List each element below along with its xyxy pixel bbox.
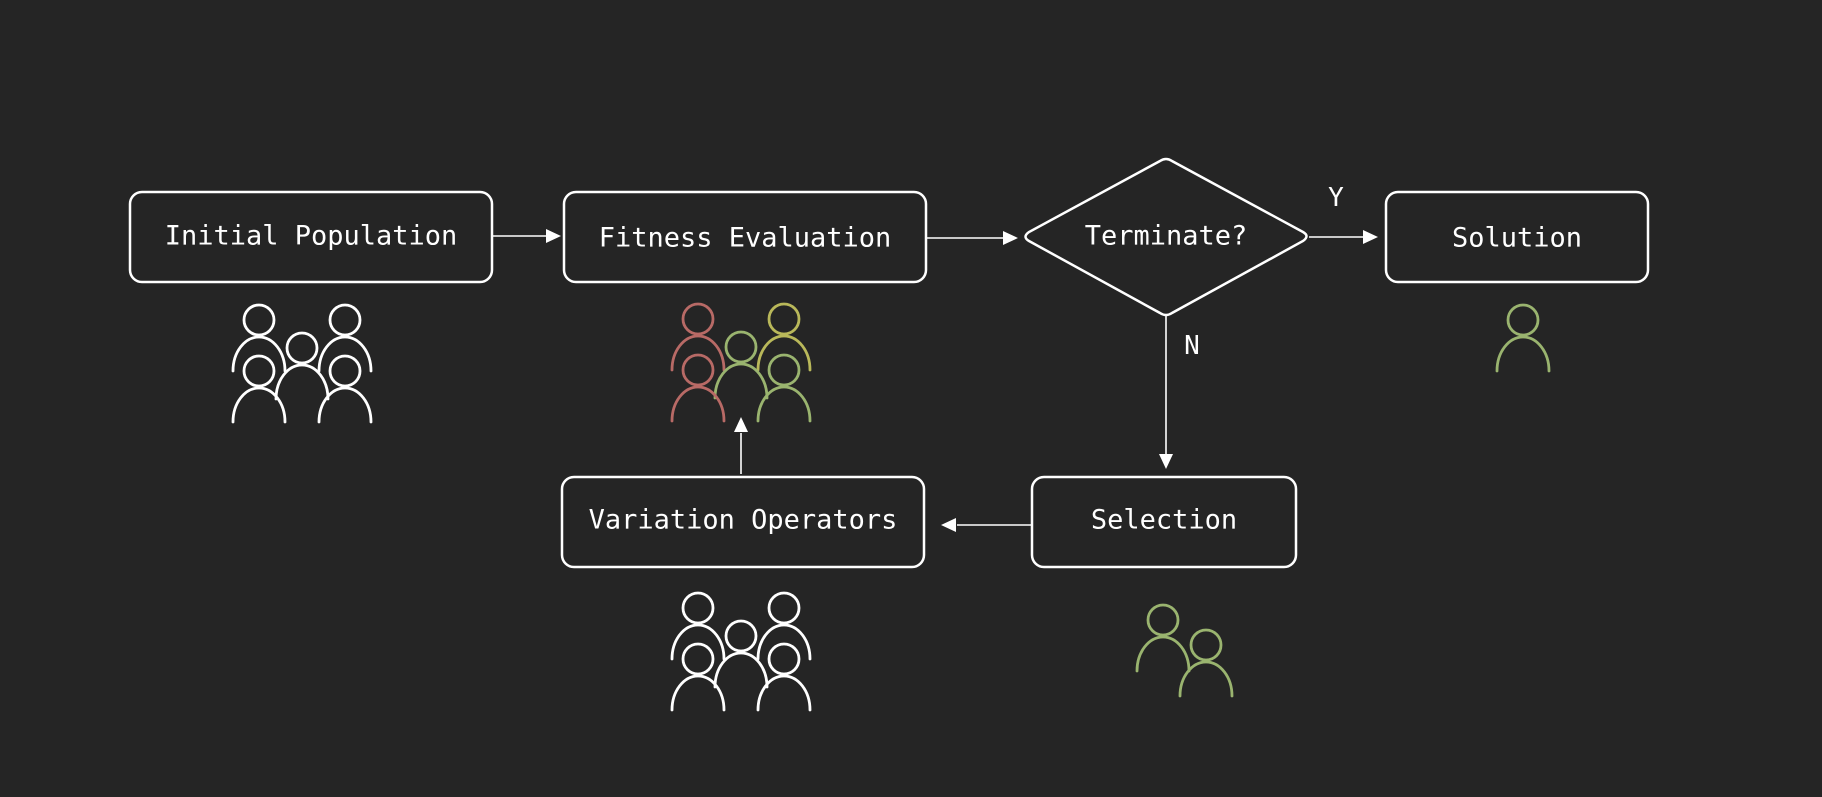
node-terminate-decision: Terminate? xyxy=(1024,157,1308,317)
edge-label-yes: Y xyxy=(1328,183,1344,213)
arrow-head xyxy=(1159,454,1173,469)
person-icon xyxy=(1495,303,1551,373)
node-box xyxy=(562,190,928,284)
person-icon xyxy=(756,642,812,712)
node-fitness-evaluation: Fitness Evaluation xyxy=(562,190,928,284)
node-variation-operators: Variation Operators xyxy=(560,475,926,569)
people-group-icon xyxy=(670,591,812,712)
node-box xyxy=(560,475,926,569)
two-people-icon xyxy=(1135,603,1234,698)
node-label-fitness-evaluation: Fitness Evaluation xyxy=(599,223,892,254)
person-icon xyxy=(231,354,287,424)
node-label-solution: Solution xyxy=(1452,223,1582,254)
node-box xyxy=(1030,475,1298,569)
arrow-head xyxy=(1003,231,1018,245)
person-icon xyxy=(756,591,812,661)
person-icon xyxy=(1495,303,1551,373)
person-icon xyxy=(274,331,330,401)
node-solution: Solution xyxy=(1384,190,1650,284)
person-icon xyxy=(670,353,726,423)
arrow-head xyxy=(546,229,561,243)
node-label-variation-operators: Variation Operators xyxy=(589,505,898,536)
people-group-icon xyxy=(231,303,373,424)
flow-edges xyxy=(493,229,1378,532)
person-icon xyxy=(670,642,726,712)
node-label-terminate: Terminate? xyxy=(1085,221,1248,252)
person-icon xyxy=(317,354,373,424)
person-icon xyxy=(231,303,287,373)
evaluated-people-group-icon xyxy=(670,302,812,423)
node-box xyxy=(1384,190,1650,284)
person-icon xyxy=(756,353,812,423)
node-box xyxy=(128,190,494,284)
node-initial-population: Initial Population xyxy=(128,190,494,284)
node-label-selection: Selection xyxy=(1091,505,1237,536)
decision-diamond xyxy=(1024,157,1308,317)
node-selection: Selection xyxy=(1030,475,1298,569)
arrow-head xyxy=(1363,230,1378,244)
person-icon xyxy=(713,330,769,400)
arrow-head xyxy=(941,518,956,532)
person-icon xyxy=(1135,603,1191,673)
node-label-initial-population: Initial Population xyxy=(165,221,458,252)
person-icon xyxy=(670,302,726,372)
arrow-head xyxy=(734,417,748,432)
edge-label-no: N xyxy=(1184,331,1200,361)
person-icon xyxy=(713,619,769,689)
person-icon xyxy=(1178,628,1234,698)
person-icon xyxy=(670,591,726,661)
person-icon xyxy=(756,302,812,372)
person-icon xyxy=(317,303,373,373)
